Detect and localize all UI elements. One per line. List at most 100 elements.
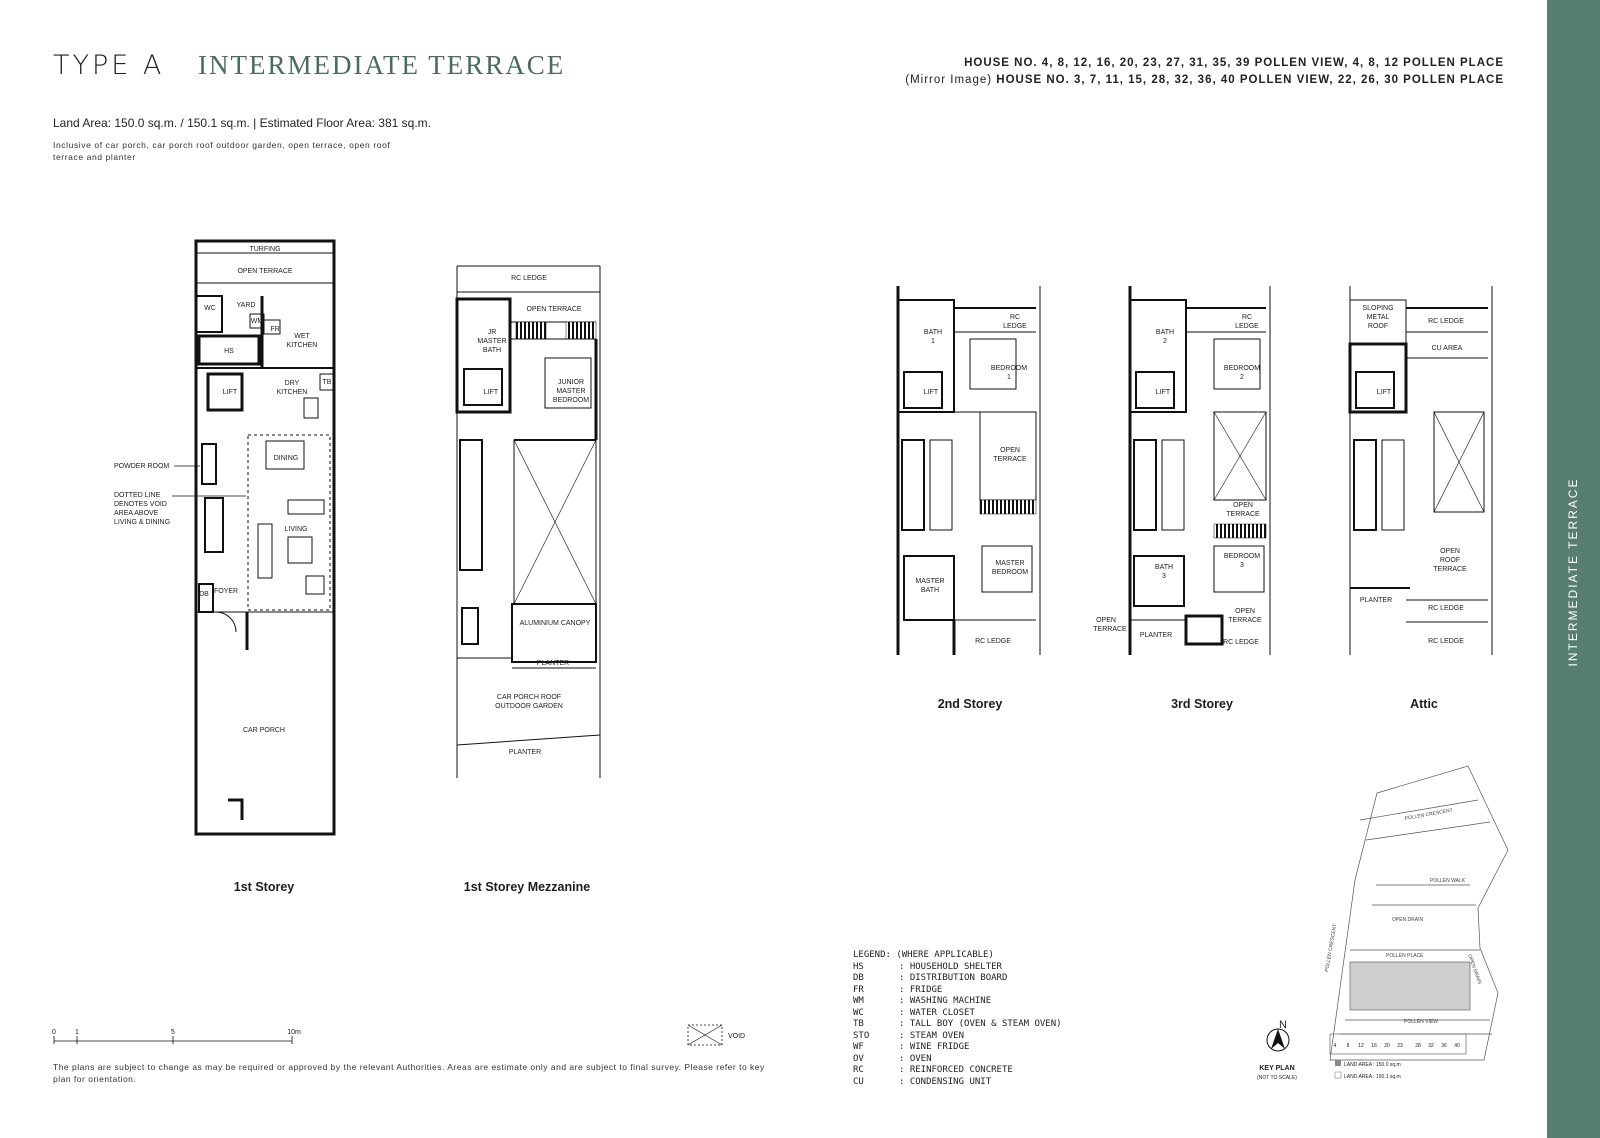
s2-label-bath-no: 1 — [931, 338, 935, 345]
legend-abbr: WM — [853, 996, 864, 1006]
kp-house-4: 4 — [1334, 1043, 1337, 1049]
road-pollen-place: POLLEN PLACE — [1386, 953, 1424, 959]
label-fr: FR — [270, 326, 279, 333]
attic-label-cu-area: CU AREA — [1432, 345, 1463, 352]
house-numbers: HOUSE NO. 4, 8, 12, 16, 20, 23, 27, 31, … — [964, 57, 1504, 69]
inclusive-text: Inclusive of car porch, car porch roof o… — [53, 140, 391, 162]
label-lift: LIFT — [223, 389, 238, 396]
mez-label-lift: LIFT — [484, 389, 499, 396]
scale-tick-1: 1 — [75, 1029, 79, 1036]
legend-abbr: OV — [853, 1053, 864, 1064]
legend-abbr: TB — [853, 1019, 864, 1029]
mez-label-outdoor-garden: OUTDOOR GARDEN — [495, 703, 563, 710]
mezzanine-labels: RC LEDGE OPEN TERRACE JR MASTER BATH LIF… — [477, 275, 590, 756]
mez-label-bath: BATH — [483, 347, 501, 354]
attic-label-lift: LIFT — [1377, 389, 1392, 396]
north-label: N — [1279, 1019, 1287, 1031]
kp-house-12: 12 — [1358, 1043, 1364, 1049]
mez-label-canopy: ALUMINIUM CANOPY — [520, 620, 591, 627]
legend-desc: : WATER CLOSET — [899, 1007, 975, 1018]
attic-label-planter: PLANTER — [1360, 597, 1392, 604]
s2-label-lift: LIFT — [924, 389, 939, 396]
legend-item: CU: CONDENSING UNIT — [853, 1077, 1062, 1089]
mez-label-jr: JR — [488, 329, 497, 336]
legend: LEGEND: (WHERE APPLICABLE) HS: HOUSEHOLD… — [853, 950, 1062, 1088]
legend-abbr: DB — [853, 973, 864, 983]
s3-label-terrace-2: TERRACE — [1228, 617, 1262, 624]
legend-desc: : HOUSEHOLD SHELTER — [899, 961, 1002, 972]
land-area-2: LAND AREA : 150.1 sq.m — [1344, 1074, 1401, 1080]
first-storey-plan — [194, 239, 336, 836]
kp-house-16: 16 — [1371, 1043, 1377, 1049]
road-pollen-crescent-side: POLLEN CRESCENT — [1324, 923, 1338, 972]
side-band-label: INTERMEDIATE TERRACE — [1566, 477, 1580, 667]
mez-label-junior: JUNIOR — [558, 379, 584, 386]
second-storey-plan — [896, 286, 1041, 655]
mezzanine-plan — [455, 265, 601, 778]
void-legend: VOID — [687, 1024, 745, 1046]
caption-2nd-storey: 2nd Storey — [937, 697, 1003, 711]
second-storey-labels: RC LEDGE BATH 1 BEDROOM 1 LIFT OPEN TERR… — [915, 314, 1028, 645]
type-name: INTERMEDIATE TERRACE — [198, 50, 566, 80]
callout-dotted-2: DENOTES VOID — [114, 501, 167, 508]
label-open-terrace: OPEN TERRACE — [237, 268, 292, 275]
s2-label-open: OPEN — [1000, 447, 1020, 454]
road-pollen-walk: POLLEN WALK — [1430, 878, 1466, 884]
legend-item: FR: FRIDGE — [853, 985, 1062, 997]
label-dining: DINING — [274, 455, 299, 462]
s3-label-terrace-1: TERRACE — [1226, 511, 1260, 518]
road-open-drain: OPEN DRAIN — [1392, 917, 1424, 923]
third-storey-plan — [1128, 286, 1271, 655]
legend-item: OV : OVEN — [853, 1054, 1062, 1066]
key-plan-title: KEY PLAN — [1259, 1065, 1294, 1072]
mez-label-open-terrace: OPEN TERRACE — [526, 306, 581, 313]
first-storey-callouts: POWDER ROOM DOTTED LINE DENOTES VOID ARE… — [114, 463, 246, 526]
caption-attic: Attic — [1410, 697, 1438, 711]
s3-label-rc-ledge: RC LEDGE — [1223, 639, 1259, 646]
road-pollen-view: POLLEN VIEW — [1404, 1019, 1438, 1025]
mez-label-rc-ledge: RC LEDGE — [511, 275, 547, 282]
side-band — [1547, 0, 1600, 1138]
s3-label-open-1: OPEN — [1233, 502, 1253, 509]
s3-label-bedroom-3-no: 3 — [1240, 562, 1244, 569]
s2-label-rc-ledge: RC LEDGE — [975, 638, 1011, 645]
road-pollen-crescent-top: POLLEN CRESCENT — [1404, 808, 1453, 822]
s3-label-ledge: LEDGE — [1235, 323, 1259, 330]
s3-label-bedroom: BEDROOM — [1224, 365, 1260, 372]
s2-label-bedroom-no: 1 — [1007, 374, 1011, 381]
void-legend-label: VOID — [728, 1033, 745, 1040]
key-plan-house-numbers: 4 8 12 16 20 23 28 32 36 40 — [1334, 1043, 1460, 1049]
first-storey-labels: TURFING OPEN TERRACE WC YARD WM FR WET K… — [199, 246, 332, 734]
s2-label-terrace: TERRACE — [993, 456, 1027, 463]
floor-plans-drawing: TURFING OPEN TERRACE WC YARD WM FR WET K… — [52, 239, 1509, 1081]
attic-label-terrace: TERRACE — [1433, 566, 1467, 573]
third-storey-labels: RC LEDGE BATH 2 BEDROOM 2 LIFT OPEN TERR… — [1093, 314, 1262, 646]
legend-item: TB: TALL BOY (OVEN & STEAM OVEN) — [853, 1019, 1062, 1031]
legend-desc: : FRIDGE — [899, 984, 943, 995]
kp-house-32: 32 — [1428, 1043, 1434, 1049]
s2-label-bedroom-2: BEDROOM — [992, 569, 1028, 576]
s3-label-open-ext-1: OPEN — [1096, 617, 1116, 624]
legend-abbr: RC — [853, 1065, 864, 1075]
callout-dotted-3: AREA ABOVE — [114, 510, 159, 517]
s3-label-open-2: OPEN — [1235, 608, 1255, 615]
legend-desc: : CONDENSING UNIT — [899, 1076, 992, 1087]
mirror-prefix: (Mirror Image) — [905, 74, 993, 86]
s3-label-bath-no: 2 — [1163, 338, 1167, 345]
legend-desc: : OVEN — [899, 1053, 932, 1064]
s2-label-master: MASTER — [995, 560, 1024, 567]
land-area-swatch-2 — [1334, 1071, 1342, 1079]
s3-label-bath-3-no: 3 — [1162, 573, 1166, 580]
legend-item: WM: WASHING MACHINE — [853, 996, 1062, 1008]
s2-label-master-bath-2: BATH — [921, 587, 939, 594]
legend-abbr: STO — [853, 1030, 870, 1041]
s2-label-rc: RC — [1010, 314, 1020, 321]
legend-item: WC: WATER CLOSET — [853, 1008, 1062, 1020]
s3-label-rc: RC — [1242, 314, 1252, 321]
attic-label-open: OPEN — [1440, 548, 1460, 555]
mez-label-bedroom: BEDROOM — [553, 397, 589, 404]
s3-label-open-ext-2: TERRACE — [1093, 626, 1127, 633]
s3-label-bedroom-no: 2 — [1240, 374, 1244, 381]
label-foyer: FOYER — [214, 588, 238, 595]
s3-label-bath-3: BATH — [1155, 564, 1173, 571]
